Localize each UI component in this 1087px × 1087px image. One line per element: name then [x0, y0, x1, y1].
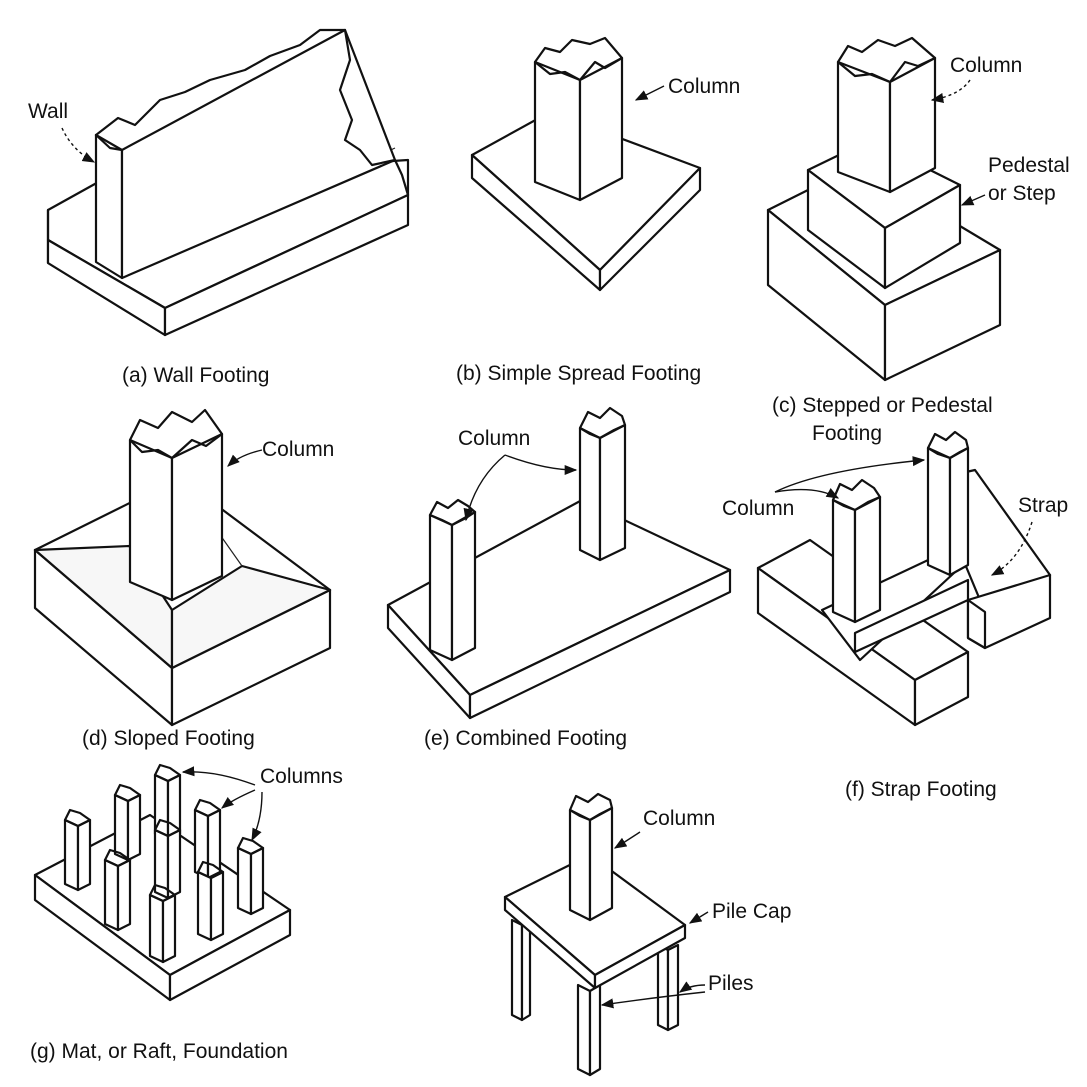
mat-column-2	[113, 783, 142, 862]
pile-back-right	[656, 943, 680, 1032]
pile-back-left	[510, 918, 532, 1022]
wall-label-group: Wall	[28, 100, 96, 163]
pile-cap-label: Pile Cap	[712, 900, 791, 923]
caption-sloped-footing: (d) Sloped Footing	[82, 727, 255, 750]
wall-label: Wall	[28, 100, 68, 123]
panel-simple-spread-footing: Column (b) Simple Spread Footing	[456, 36, 740, 385]
pile-column-label-group: Column	[613, 807, 715, 849]
panel-stepped-footing: Column Pedestal or Step (c) Stepped or P…	[766, 36, 1070, 445]
combined-footing-column-right	[578, 406, 627, 562]
panel-pile-foundation: Column Pile Cap Piles	[503, 792, 791, 1077]
stepped-column-label-group: Column	[930, 54, 1022, 103]
strap-footing-column-left	[831, 478, 882, 624]
panel-combined-footing: Column (e) Combined Footing	[386, 406, 732, 750]
mat-column-7	[148, 883, 177, 964]
mat-column-1	[63, 808, 92, 892]
panel-sloped-footing: Column (d) Sloped Footing	[33, 408, 334, 750]
mat-columns-label: Columns	[260, 765, 343, 788]
strap-label: Strap	[1018, 494, 1068, 517]
spread-footing-column	[533, 36, 624, 202]
strap-footing-column-right	[926, 430, 970, 577]
pile-front	[576, 983, 602, 1077]
caption-stepped-footing-line2: Footing	[812, 422, 882, 445]
pile-cap-label-group: Pile Cap	[688, 900, 791, 924]
panel-wall-footing: Wall (a) Wall Footing	[28, 28, 410, 387]
stepped-footing-column	[836, 36, 937, 194]
strap-column-label: Column	[722, 497, 794, 520]
pedestal-label-group: Pedestal or Step	[960, 154, 1070, 206]
pedestal-label-line2: or Step	[988, 182, 1056, 205]
mat-column-9	[236, 836, 265, 916]
caption-combined-footing: (e) Combined Footing	[424, 727, 627, 750]
spread-column-label-group: Column	[634, 75, 740, 101]
combined-column-label-group: Column	[458, 427, 578, 522]
pile-column-label: Column	[643, 807, 715, 830]
panel-strap-footing: Column Strap (f) Strap Footing	[722, 430, 1068, 801]
combined-column-label: Column	[458, 427, 530, 450]
piles-label-group: Piles	[600, 972, 754, 1009]
caption-wall-footing: (a) Wall Footing	[122, 364, 269, 387]
stepped-column-label: Column	[950, 54, 1022, 77]
wall-footing-wall	[94, 28, 410, 280]
pile-column	[568, 792, 614, 922]
piles-label: Piles	[708, 972, 754, 995]
caption-strap-footing: (f) Strap Footing	[845, 778, 997, 801]
mat-column-5	[153, 818, 182, 900]
strap-column-label-group: Column	[722, 456, 926, 520]
caption-mat-foundation: (g) Mat, or Raft, Foundation	[30, 1040, 288, 1063]
sloped-column-label: Column	[262, 438, 334, 461]
sloped-column-label-group: Column	[227, 438, 334, 467]
mat-column-8	[196, 860, 225, 942]
pedestal-label-line1: Pedestal	[988, 154, 1070, 177]
spread-column-label: Column	[668, 75, 740, 98]
panel-mat-foundation: Columns (g) Mat, or Raft, Foundation	[30, 763, 343, 1063]
caption-stepped-footing-line1: (c) Stepped or Pedestal	[772, 394, 993, 417]
caption-simple-spread-footing: (b) Simple Spread Footing	[456, 362, 701, 385]
mat-columns-label-group: Columns	[181, 765, 343, 842]
combined-footing-column-left	[428, 498, 477, 662]
mat-columns	[63, 763, 265, 964]
strap-label-group: Strap	[990, 494, 1068, 576]
mat-column-3	[153, 763, 182, 842]
mat-column-4	[103, 848, 132, 932]
sloped-footing-column	[128, 408, 224, 602]
